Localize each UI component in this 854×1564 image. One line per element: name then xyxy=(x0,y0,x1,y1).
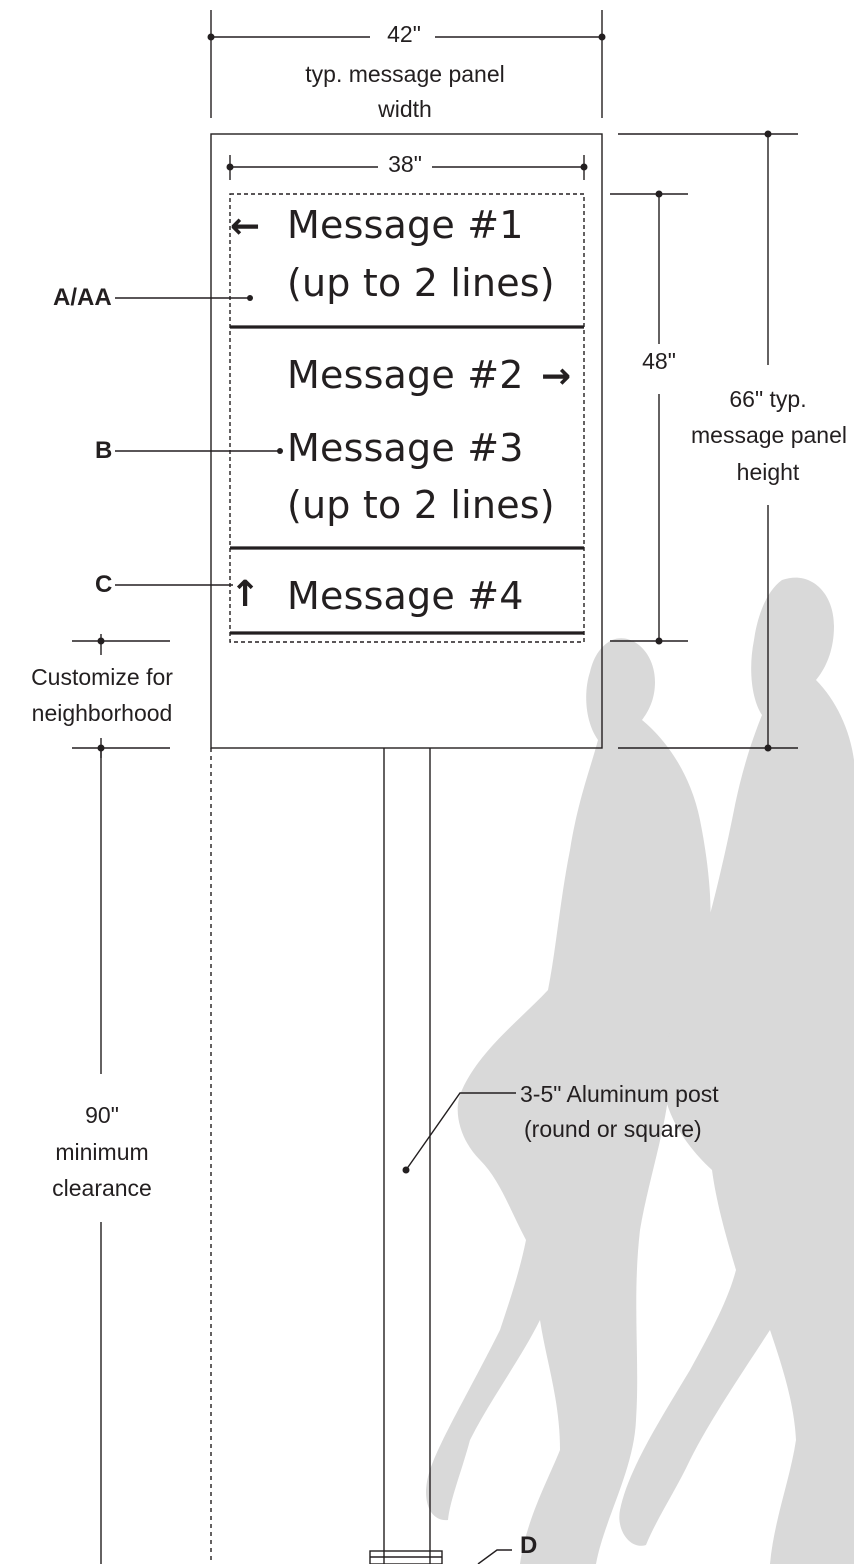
message-area-width: 38" xyxy=(388,151,422,177)
silhouette-woman xyxy=(426,638,711,1564)
clearance-value: 90" xyxy=(85,1102,119,1128)
panel-height-caption-2: height xyxy=(736,459,800,485)
customize-label: Customize for xyxy=(31,664,173,690)
message-1-line-1: Message #1 xyxy=(287,203,524,247)
clearance-caption: minimum xyxy=(55,1139,149,1165)
message-1-line-2: (up to 2 lines) xyxy=(287,261,555,305)
callout-d-label: D xyxy=(520,1532,538,1559)
clearance-caption-2: clearance xyxy=(52,1175,152,1201)
callout-a-label: A/AA xyxy=(53,284,112,311)
panel-height-caption: message panel xyxy=(691,422,847,448)
panel-width-caption: typ. message panel xyxy=(305,61,505,87)
message-3-line-1: Message #3 xyxy=(287,426,524,470)
silhouette-man xyxy=(619,577,854,1564)
message-area-height: 48" xyxy=(642,348,676,374)
message-4: Message #4 xyxy=(287,574,524,618)
arrow-up-icon: ↑ xyxy=(230,574,261,615)
panel-height-value: 66" typ. xyxy=(729,386,807,412)
callout-b-label: B xyxy=(95,437,113,464)
message-3-line-2: (up to 2 lines) xyxy=(287,483,555,527)
callout-c-label: C xyxy=(95,571,113,598)
arrow-left-icon: ← xyxy=(230,206,261,247)
panel-width-caption-2: width xyxy=(378,96,432,122)
pedestrian-silhouettes xyxy=(426,577,854,1564)
panel-width-value: 42" xyxy=(387,21,421,47)
message-area xyxy=(229,193,585,643)
message-panel xyxy=(210,133,603,749)
post-callout-2: (round or square) xyxy=(524,1116,702,1142)
message-2: Message #2 xyxy=(287,353,524,397)
customize-label-2: neighborhood xyxy=(31,700,173,726)
arrow-right-icon: → xyxy=(541,356,572,397)
post-callout: 3-5" Aluminum post xyxy=(520,1081,719,1107)
